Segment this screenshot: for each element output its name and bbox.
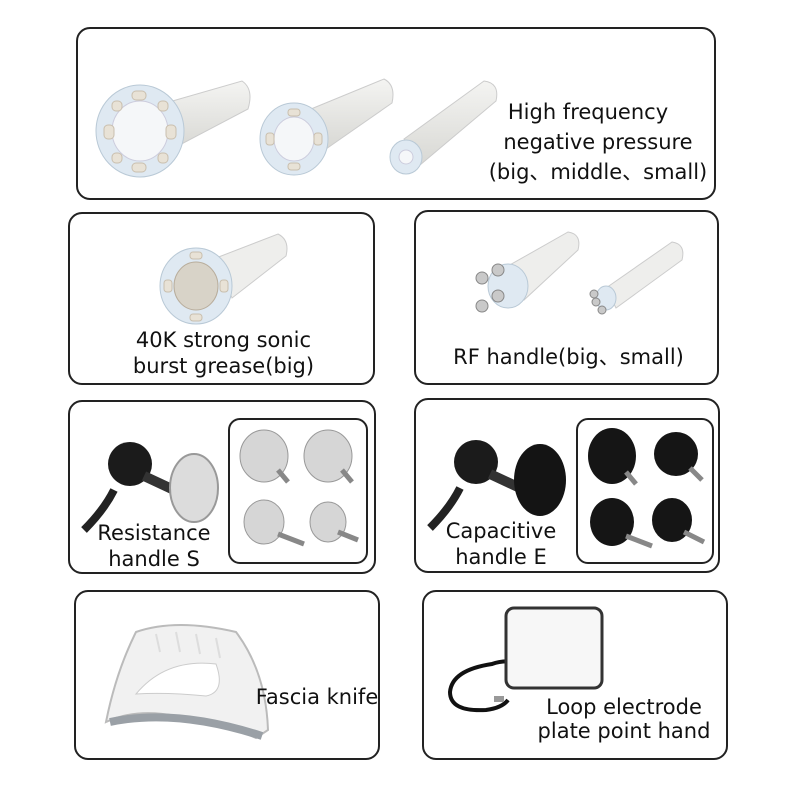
loop-electrode-label-line2: plate point hand xyxy=(537,719,711,743)
loop-electrode-label-line1: Loop electrode xyxy=(546,695,702,719)
loop-electrode-image xyxy=(447,606,604,713)
capacitive-handle-image xyxy=(427,440,566,531)
capacitive-electrodes-image xyxy=(588,428,706,549)
capacitive-label-line1: Capacitive xyxy=(445,519,557,543)
capacitive-electrodes-box xyxy=(576,418,714,564)
resistance-label-line1: Resistance xyxy=(97,521,211,545)
capacitive-label-line2: handle E xyxy=(455,545,547,569)
panel-high-frequency: High frequency negative pressure (big、mi… xyxy=(76,27,716,200)
sonic-label-line2: burst grease(big) xyxy=(132,354,315,378)
fascia-label: Fascia knife xyxy=(255,685,379,709)
panel-sonic: 40K strong sonic burst grease(big) xyxy=(68,212,375,385)
resistance-electrodes-image xyxy=(239,429,359,547)
high-frequency-label-line1: High frequency xyxy=(507,100,669,124)
resistance-label-line2: handle S xyxy=(108,547,200,571)
panel-resistance: Resistance handle S xyxy=(68,400,376,574)
handle-big-image xyxy=(95,80,251,178)
fascia-knife-image xyxy=(104,624,270,740)
panel-loop-electrode: Loop electrode plate point hand xyxy=(422,590,728,760)
resistance-handle-image xyxy=(81,442,219,533)
rf-handle-small-image xyxy=(589,241,684,315)
sonic-label-line1: 40K strong sonic xyxy=(135,328,312,352)
panel-capacitive: Capacitive handle E xyxy=(414,398,720,573)
high-frequency-label-line3: (big、middle、small) xyxy=(488,160,708,184)
rf-handle-big-image xyxy=(475,231,580,313)
panel-rf: RF handle(big、small) xyxy=(414,210,719,385)
panel-fascia: Fascia knife xyxy=(74,590,380,760)
sonic-handle-image xyxy=(159,233,288,325)
handle-middle-image xyxy=(259,78,394,176)
resistance-electrodes-box xyxy=(228,418,368,564)
high-frequency-label-line2: negative pressure xyxy=(503,130,693,154)
handle-small-image xyxy=(389,80,498,175)
rf-label: RF handle(big、small) xyxy=(453,345,684,369)
